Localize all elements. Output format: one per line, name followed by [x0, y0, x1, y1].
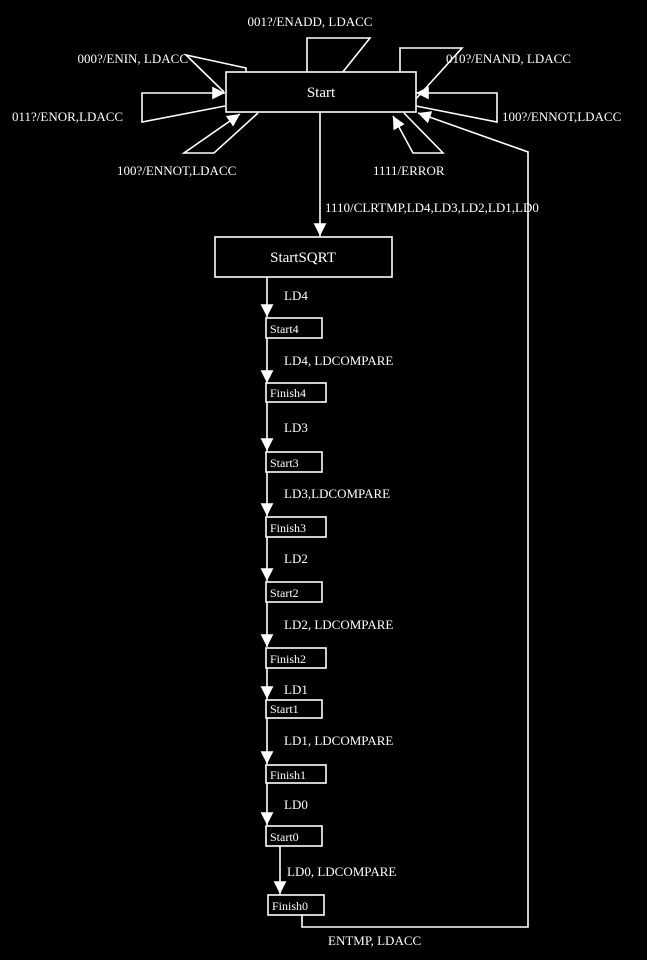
- state-start: [225, 71, 417, 113]
- state-start3: [265, 451, 323, 473]
- label-ld1: LD1: [284, 682, 308, 697]
- label-and: 010?/ENAND, LDACC: [446, 51, 571, 66]
- loop-or: [141, 86, 226, 123]
- label-ld1-cmp: LD1, LDCOMPARE: [284, 733, 393, 748]
- state-start1-label: Start1: [270, 702, 299, 716]
- state-start3-label: Start3: [270, 456, 299, 470]
- loop-and: [393, 47, 464, 102]
- state-finish1-label: Finish1: [270, 768, 306, 782]
- state-start2: [265, 581, 323, 603]
- state-start2-label: Start2: [270, 586, 299, 600]
- label-return: ENTMP, LDACC: [328, 933, 421, 948]
- state-start-sqrt-label: StartSQRT: [270, 250, 336, 266]
- state-finish3-label: Finish3: [270, 521, 306, 535]
- state-finish2-label: Finish2: [270, 652, 306, 666]
- state-start4-label: Start4: [270, 322, 299, 336]
- loop-not-right: [415, 86, 498, 123]
- label-add: 001?/ENADD, LDACC: [248, 14, 373, 29]
- label-in: 000?/ENIN, LDACC: [78, 51, 189, 66]
- state-start-sqrt: [214, 236, 393, 278]
- label-ld3: LD3: [284, 420, 308, 435]
- label-ld4: LD4: [284, 288, 308, 303]
- chain-arrows: [260, 277, 287, 894]
- label-ld0: LD0: [284, 797, 308, 812]
- label-ld0-cmp: LD0, LDCOMPARE: [287, 864, 396, 879]
- state-finish4-label: Finish4: [270, 386, 306, 400]
- arrow-finish0-to-start: [301, 111, 529, 928]
- label-error: 1111/ERROR: [373, 163, 445, 178]
- label-ld2: LD2: [284, 551, 308, 566]
- state-start0: [265, 825, 323, 847]
- label-ld2-cmp: LD2, LDCOMPARE: [284, 617, 393, 632]
- label-ld3-cmp: LD3,LDCOMPARE: [284, 486, 390, 501]
- state-finish4: [265, 382, 327, 403]
- label-or: 011?/ENOR,LDACC: [12, 109, 123, 124]
- loop-error: [392, 112, 445, 154]
- state-start4: [265, 317, 323, 339]
- state-start1: [265, 699, 323, 719]
- state-finish0-label: Finish0: [272, 899, 308, 913]
- label-sqrt: 1110/CLRTMP,LD4,LD3,LD2,LD1,LD0: [325, 200, 539, 215]
- state-start0-label: Start0: [270, 830, 299, 844]
- state-finish1: [265, 764, 327, 784]
- state-start-label: Start: [307, 85, 336, 101]
- label-not-bottom: 100?/ENNOT,LDACC: [117, 163, 236, 178]
- state-finish0: [267, 894, 325, 916]
- loop-add: [300, 37, 372, 89]
- label-ld4-cmp: LD4, LDCOMPARE: [284, 353, 393, 368]
- state-finish3: [265, 516, 327, 538]
- state-finish2: [265, 647, 327, 669]
- label-not-right: 100?/ENNOT,LDACC: [502, 109, 621, 124]
- loop-not-bottom: [181, 112, 259, 154]
